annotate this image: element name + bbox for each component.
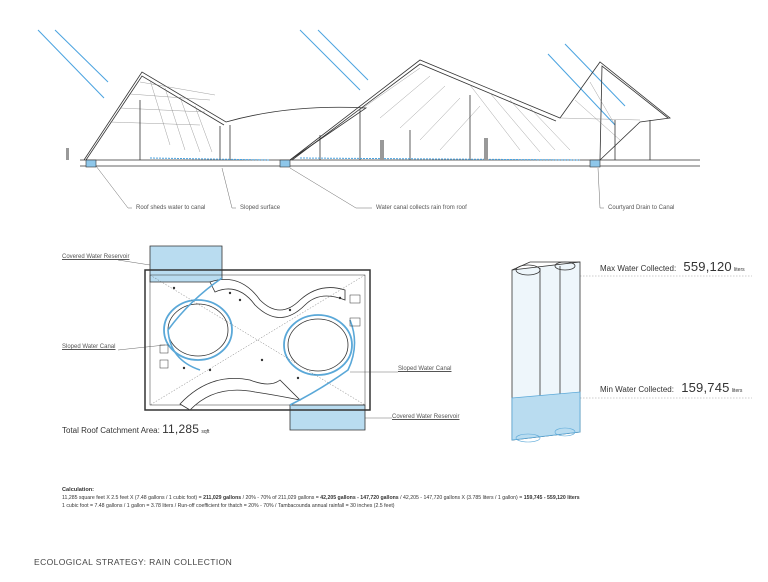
- catchment-value: 11,285: [162, 422, 200, 436]
- section-label-courtyard-drain: Courtyard Drain to Canal: [608, 205, 675, 211]
- section-label-sloped-surface: Sloped surface: [240, 205, 281, 211]
- footer-title: ECOLOGICAL STRATEGY: RAIN COLLECTION: [34, 557, 233, 567]
- canal-plan: [167, 277, 223, 371]
- calc-result: 211,029 gallons: [203, 495, 242, 501]
- min-label: Min Water Collected:: [600, 385, 674, 394]
- min-water-collected: Min Water Collected: 159,745 liters: [600, 380, 742, 395]
- section-label-water-canal: Water canal collects rain from roof: [376, 205, 467, 211]
- calculation-block: Calculation: 11,285 square feet X 2.5 fe…: [62, 486, 580, 510]
- plan-label-reservoir-top: Covered Water Reservoir: [62, 254, 130, 260]
- section-label-roof-sheds: Roof sheds water to canal: [136, 205, 206, 211]
- rain-lines: [37, 29, 626, 126]
- plan-label-reservoir-bottom: Covered Water Reservoir: [392, 414, 460, 420]
- calculation-line-1: 11,285 square feet X 2.5 feet X (7.48 ga…: [62, 494, 580, 502]
- section-drawing: [37, 29, 700, 209]
- calculation-title: Calculation:: [62, 487, 95, 493]
- max-water-collected: Max Water Collected: 559,120 liters: [600, 259, 745, 274]
- min-water-fill: [511, 391, 581, 441]
- leader-lines: [95, 165, 604, 209]
- max-label: Max Water Collected:: [600, 264, 677, 273]
- plan-label-canal-right: Sloped Water Canal: [398, 366, 452, 372]
- min-unit: liters: [731, 388, 743, 394]
- calc-part: / 42,205 - 147,720 gallons X (3.785 lite…: [398, 495, 524, 501]
- calc-result: 159,745 - 559,120 liters: [523, 495, 580, 501]
- human-figures: [66, 138, 488, 160]
- roof-section: [83, 59, 671, 161]
- canal-flow: [149, 157, 581, 161]
- max-value: 559,120: [683, 259, 732, 274]
- calc-part: 11,285 square feet X 2.5 feet X (7.48 ga…: [62, 495, 204, 501]
- roof-thatch: [109, 67, 641, 153]
- plan-outline: [144, 269, 371, 411]
- calc-part: / 20% - 70% of 211,029 gallons =: [241, 495, 321, 501]
- calculation-line-2: 1 cubic foot = 7.48 gallons / 1 gallon =…: [62, 503, 395, 509]
- water-canals: [85, 159, 601, 168]
- catchment-unit: sqft: [201, 429, 210, 435]
- catchment-area: Total Roof Catchment Area: 11,285 sqft: [62, 422, 209, 436]
- catchment-label: Total Roof Catchment Area:: [62, 426, 160, 435]
- courtyard-right: [287, 318, 349, 372]
- max-unit: liters: [734, 267, 745, 273]
- min-value: 159,745: [681, 380, 730, 395]
- calc-result: 42,205 gallons - 147,720 gallons: [320, 495, 399, 501]
- plan-label-canal-left: Sloped Water Canal: [62, 344, 116, 350]
